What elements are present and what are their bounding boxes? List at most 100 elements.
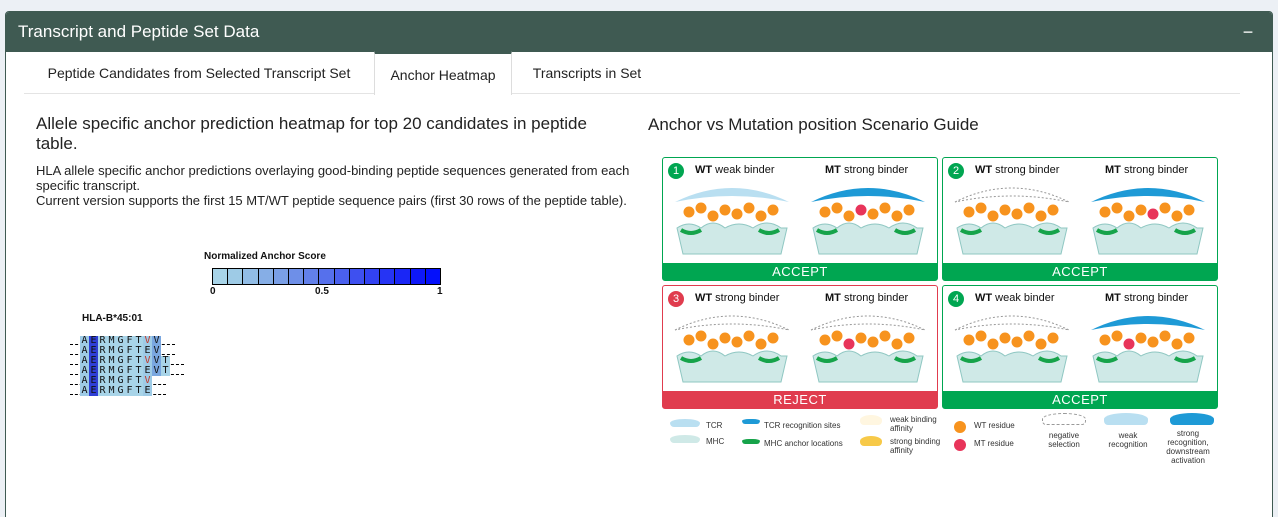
key-wt-residue: WT residue xyxy=(974,421,1015,430)
wt-residue xyxy=(866,207,880,221)
tcr-shape xyxy=(954,315,1070,331)
binding-scene xyxy=(675,188,789,255)
binding-scene xyxy=(810,315,926,383)
box-header: Transcript and Peptide Set Data − xyxy=(6,12,1272,52)
tcr-shape xyxy=(810,315,926,331)
scenario-verdict: ACCEPT xyxy=(943,263,1217,280)
tab-bar: Peptide Candidates from Selected Transcr… xyxy=(24,51,1240,95)
mt-residue xyxy=(1122,337,1136,351)
residue-cell: A xyxy=(80,355,89,366)
residue-cell: T xyxy=(134,375,143,386)
tab-anchor-heatmap[interactable]: Anchor Heatmap xyxy=(374,51,512,95)
wt-residue xyxy=(1134,203,1148,217)
residue-cell: F xyxy=(125,375,134,386)
wt-residue xyxy=(1158,201,1172,215)
scenario-guide: 1 WT weak binder MT strong binder ACCEPT… xyxy=(662,157,1222,467)
tcr-site-key-icon xyxy=(742,419,760,424)
key-strong-affinity: strong binding affinity xyxy=(890,437,941,455)
mhc-anchor xyxy=(757,356,781,363)
wt-residue xyxy=(998,203,1012,217)
residue-cell: E xyxy=(89,345,98,356)
key-weak-recognition: weak recognition xyxy=(1108,431,1148,449)
residue-cell: G xyxy=(116,375,125,386)
residue-cell: E xyxy=(89,375,98,386)
tab-peptide-candidates[interactable]: Peptide Candidates from Selected Transcr… xyxy=(47,64,351,81)
legend-cell xyxy=(319,269,335,284)
wt-residue xyxy=(986,209,1000,223)
wt-residue xyxy=(1022,201,1036,215)
mhc-anchor xyxy=(679,356,703,363)
residue-cell: M xyxy=(107,345,116,356)
mhc-anchor xyxy=(757,228,781,235)
scenario-number-badge: 4 xyxy=(948,291,964,307)
heatmap-description: HLA allele specific anchor predictions o… xyxy=(36,163,636,208)
mt-binder-label: MT strong binder xyxy=(1105,292,1189,304)
wt-residue xyxy=(818,333,832,347)
residue-cell: M xyxy=(107,365,116,376)
strong-affinity-key-icon xyxy=(860,436,882,446)
wt-residue xyxy=(1010,335,1024,349)
wt-residue xyxy=(890,209,904,223)
mhc-anchor xyxy=(815,228,839,235)
mhc-shape xyxy=(676,350,788,383)
mt-binder-label: MT strong binder xyxy=(825,164,909,176)
legend-cell xyxy=(410,269,426,284)
residue-cell: V xyxy=(143,335,152,346)
wt-residue xyxy=(842,209,856,223)
residue-cell: T xyxy=(161,355,170,366)
mt-residue xyxy=(1146,207,1160,221)
wt-residue xyxy=(1034,337,1048,351)
wt-residue xyxy=(890,337,904,351)
residue-cell: E xyxy=(89,335,98,346)
tcr-shape xyxy=(675,188,789,202)
residue-cell: F xyxy=(125,335,134,346)
tab-transcripts-in-set[interactable]: Transcripts in Set xyxy=(532,64,642,81)
mhc-anchor xyxy=(1037,228,1061,235)
wt-residue xyxy=(1182,331,1196,345)
legend-color-bar xyxy=(212,268,441,285)
key-mt-residue: MT residue xyxy=(974,439,1014,448)
residue-cell: G xyxy=(116,355,125,366)
residue-cell: T xyxy=(134,355,143,366)
key-strong-recognition: strong recognition, downstream activatio… xyxy=(1166,429,1210,465)
heatmap-description-line1: HLA allele specific anchor predictions o… xyxy=(36,163,630,193)
residue-cell: E xyxy=(89,385,98,396)
wt-residue xyxy=(694,329,708,343)
residue-cell: T xyxy=(134,335,143,346)
key-tcr-sites: TCR recognition sites xyxy=(764,421,841,430)
key-mhc-anchor: MHC anchor locations xyxy=(764,439,843,448)
key-mhc: MHC xyxy=(706,437,725,446)
binding-scene xyxy=(811,188,925,255)
wt-residue xyxy=(962,333,976,347)
wt-residue xyxy=(754,209,768,223)
wt-residue xyxy=(1022,329,1036,343)
weak-affinity-key-icon xyxy=(860,415,882,425)
collapse-button[interactable]: − xyxy=(1242,22,1254,42)
binding-scene xyxy=(1091,316,1205,383)
wt-residue xyxy=(1146,335,1160,349)
wt-residue xyxy=(754,337,768,351)
residue-cell: M xyxy=(107,385,116,396)
mhc-shape xyxy=(676,222,788,255)
key-negative-selection: negative selection xyxy=(1048,431,1080,449)
weak-recognition-key-icon xyxy=(1104,413,1148,425)
residue-cell: V xyxy=(152,345,161,356)
wt-residue xyxy=(718,331,732,345)
mhc-anchor xyxy=(1173,228,1197,235)
mhc-anchor xyxy=(1173,356,1197,363)
negative-selection-key-icon xyxy=(1042,413,1086,425)
residue-cell: M xyxy=(107,335,116,346)
mhc-anchor xyxy=(1037,356,1061,363)
residue-cell: E xyxy=(143,385,152,396)
wt-binder-label: WT weak binder xyxy=(975,292,1055,304)
mhc-anchor xyxy=(1095,228,1119,235)
mhc-anchor xyxy=(815,356,839,363)
mhc-shape xyxy=(812,350,924,383)
residue-cell: E xyxy=(143,345,152,356)
legend-cell xyxy=(228,269,244,284)
wt-residue xyxy=(974,201,988,215)
